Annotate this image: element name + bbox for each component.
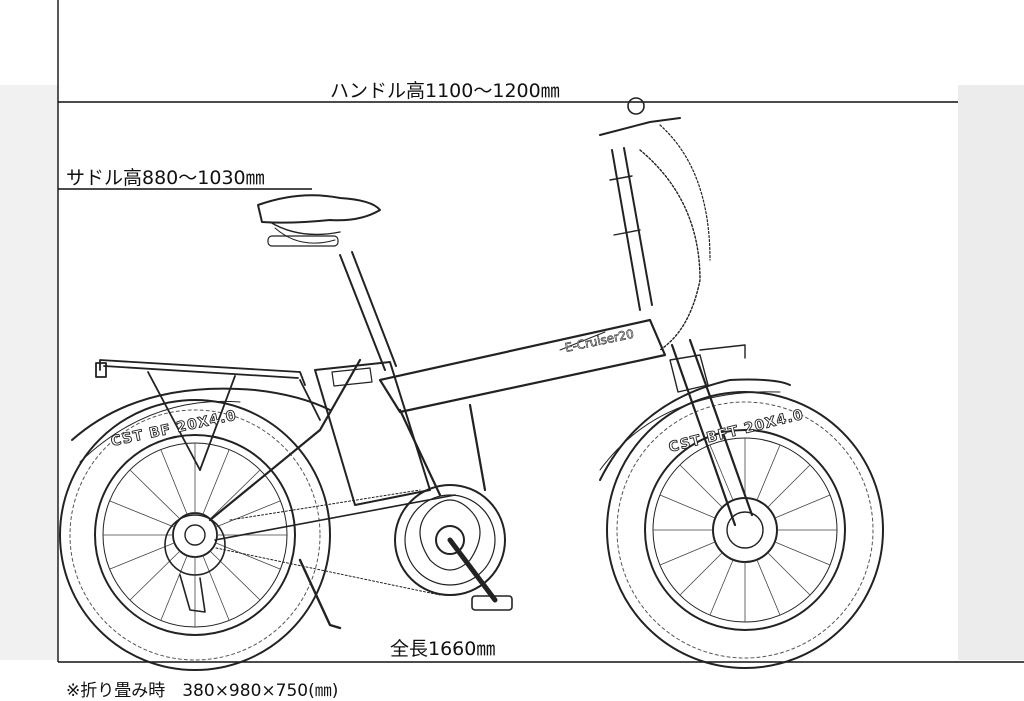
rear-fender — [71, 387, 331, 441]
total-length-label: 全長1660㎜ — [390, 638, 496, 660]
front-fork — [669, 338, 754, 527]
rear-spokes — [102, 442, 288, 628]
rear-rack — [95, 359, 321, 471]
kickstand — [298, 558, 342, 630]
front-fender — [599, 378, 791, 481]
left-gray-margin — [0, 85, 58, 660]
front-wheel — [599, 391, 884, 669]
handle-height-label: ハンドル高1100～1200㎜ — [330, 80, 560, 102]
saddle-assembly — [257, 194, 397, 371]
rear-wheel — [59, 399, 331, 671]
rear-derailleur — [164, 514, 226, 613]
battery — [314, 361, 431, 506]
frame — [208, 318, 667, 541]
drivetrain — [215, 484, 513, 611]
right-gray-margin — [958, 85, 1024, 660]
dimension-lines — [57, 0, 1024, 663]
handlebar-stem — [599, 97, 711, 351]
front-spokes — [652, 437, 838, 623]
front-tire-text: CST BFT 20X4.0 — [667, 407, 806, 456]
saddle-height-label: サドル高880～1030㎜ — [66, 167, 265, 189]
folded-size-label: ※折り畳み時 380×980×750(㎜) — [66, 681, 339, 701]
